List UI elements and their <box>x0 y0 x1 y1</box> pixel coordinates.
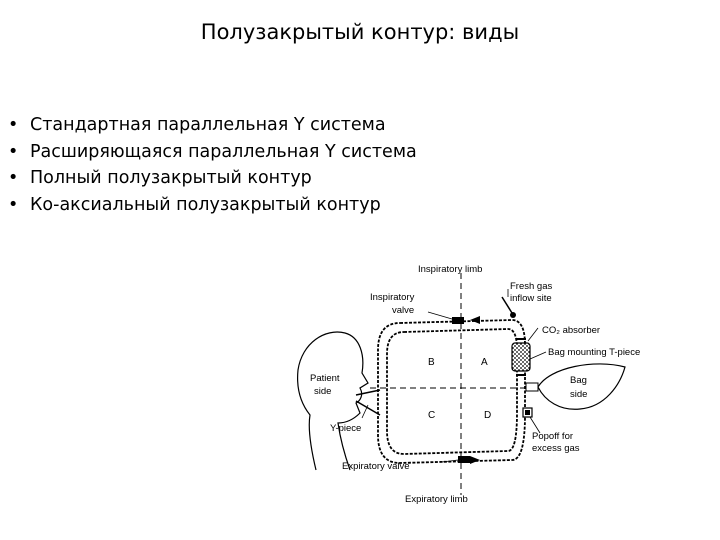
leader-lines <box>361 289 547 463</box>
patient-head-outline <box>297 331 369 471</box>
bullet-item: • Ко-аксиальный полузакрытый контур <box>8 192 417 219</box>
label-y-piece: Y-piece <box>330 423 361 434</box>
label-popoff: Popoff for <box>532 431 573 442</box>
bag-t-piece <box>525 382 539 392</box>
bullet-icon: • <box>8 168 19 188</box>
label-expiratory-limb: Expiratory limb <box>405 494 468 505</box>
expiratory-valve <box>458 456 470 463</box>
circle-system-diagram: Inspiratory limb Fresh gas inflow site I… <box>297 264 640 505</box>
label-patient-side: side <box>314 386 331 397</box>
bullet-item: • Полный полузакрытый контур <box>8 165 417 192</box>
bullet-icon: • <box>8 194 19 215</box>
fresh-gas-inlet <box>501 296 513 314</box>
quadrant-d: D <box>484 410 491 421</box>
bullet-text: Полный полузакрытый контур <box>30 168 312 188</box>
bullet-icon: • <box>8 115 19 135</box>
bullet-icon: • <box>8 141 19 162</box>
quadrant-c: C <box>428 410 435 421</box>
label-patient: Patient <box>310 373 340 384</box>
bullet-text: Стандартная параллельная Y система <box>30 115 386 135</box>
label-inflow-site: inflow site <box>510 293 552 304</box>
reservoir-bag <box>537 363 626 410</box>
popoff-valve-core <box>525 410 530 415</box>
co2-absorber-canister <box>511 342 531 372</box>
expiratory-flow-arrow <box>470 456 480 464</box>
label-inspiratory: Inspiratory <box>370 292 415 303</box>
quadrant-b: B <box>428 357 435 368</box>
label-bag: Bag <box>570 375 587 386</box>
fresh-gas-port <box>510 312 516 318</box>
label-inspiratory-limb: Inspiratory limb <box>418 264 482 275</box>
label-bag-side: side <box>570 389 587 400</box>
label-co2-absorber: CO₂ absorber <box>542 325 600 336</box>
y-piece-connector <box>355 389 381 416</box>
label-bag-tpiece: Bag mounting T-piece <box>548 347 640 358</box>
bullet-item: • Расширяющаяся параллельная Y система <box>8 139 417 166</box>
circuit-outer-tube <box>377 319 526 464</box>
quadrant-a: A <box>481 357 488 368</box>
bullet-text: Ко-аксиальный полузакрытый контур <box>30 194 381 215</box>
bullet-text: Расширяющаяся параллельная Y система <box>30 141 417 162</box>
label-fresh-gas: Fresh gas <box>510 281 552 292</box>
label-valve: valve <box>392 305 414 316</box>
circuit-inner-tube <box>386 328 518 455</box>
bullet-item: • Стандартная параллельная Y система <box>8 112 417 139</box>
bullet-list: • Стандартная параллельная Y система • Рас… <box>8 112 417 218</box>
inspiratory-valve <box>452 317 464 324</box>
inspiratory-flow-arrow <box>470 316 480 324</box>
label-expiratory-valve: Expiratory valve <box>342 461 410 472</box>
slide-title: Полузакрытый контур: виды <box>200 20 520 44</box>
label-excess-gas: excess gas <box>532 443 580 454</box>
